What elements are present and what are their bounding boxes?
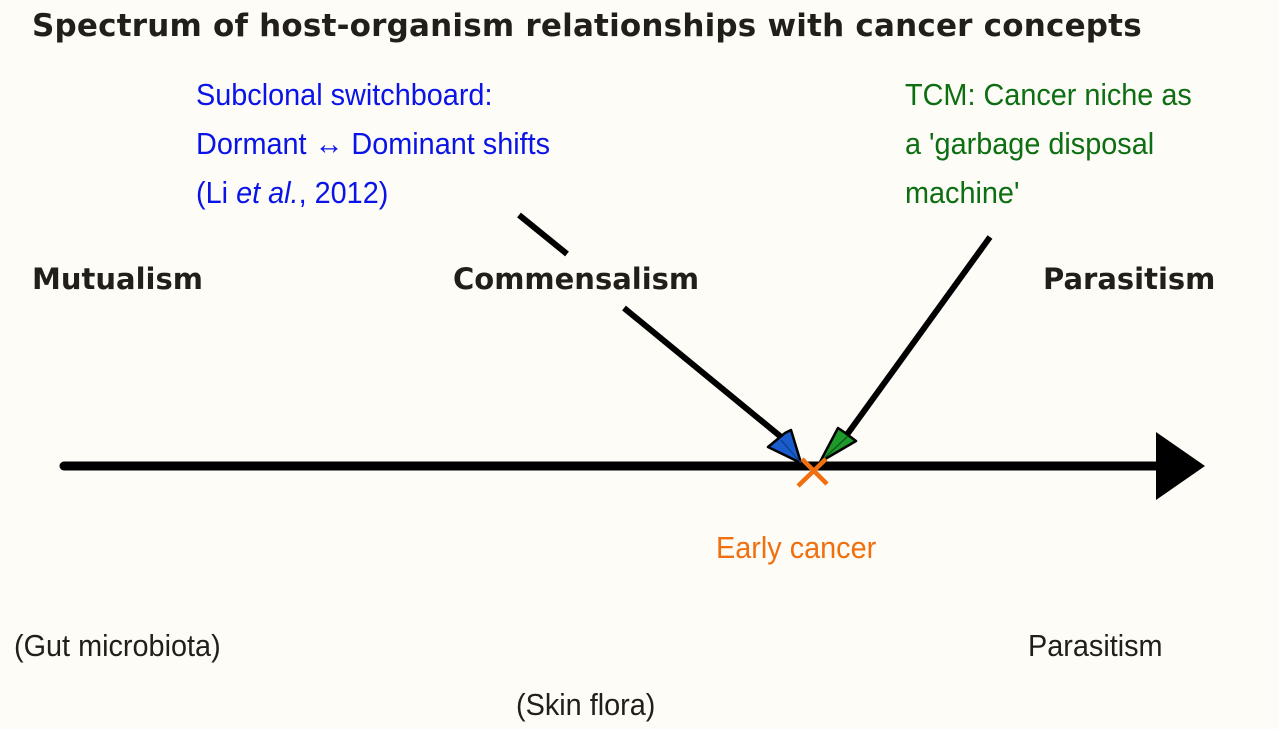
citation-et-al: et al.: [236, 175, 299, 210]
subclonal-note-line1: Subclonal switchboard:: [196, 77, 493, 112]
subclonal-switchboard-note: Subclonal switchboard: Dormant ↔ Dominan…: [196, 70, 550, 217]
subclonal-arrow-segment-upper: [517, 212, 569, 257]
subclonal-note-line2: Dormant ↔ Dominant shifts: [196, 126, 551, 161]
early-cancer-label: Early cancer: [716, 530, 877, 565]
subclonal-note-citation: (Li et al., 2012): [196, 168, 550, 217]
citation-suffix: , 2012): [298, 175, 389, 210]
tcm-note: TCM: Cancer niche as a 'garbage disposal…: [905, 70, 1192, 217]
tcm-note-line1: TCM: Cancer niche as: [905, 77, 1192, 112]
tcm-note-line3: machine': [905, 175, 1020, 210]
example-gut-microbiota: (Gut microbiota): [14, 628, 221, 663]
axis-arrowhead-icon: [1156, 432, 1205, 500]
subclonal-arrowhead-ridge: [780, 439, 802, 464]
tcm-arrow-line: [843, 235, 993, 438]
page-title: Spectrum of host-organism relationships …: [32, 8, 1142, 44]
category-label-parasitism: Parasitism: [1043, 262, 1216, 296]
citation-prefix: (Li: [196, 175, 237, 210]
category-label-mutualism: Mutualism: [32, 262, 203, 296]
example-skin-flora: (Skin flora): [516, 687, 656, 722]
example-parasitism: Parasitism: [1028, 628, 1163, 663]
subclonal-arrow-segment-lower: [622, 305, 788, 444]
category-label-commensalism: Commensalism: [453, 262, 700, 296]
early-cancer-x-mark-icon: [796, 457, 829, 488]
tcm-note-line2: a 'garbage disposal: [905, 126, 1155, 161]
subclonal-arrowhead-icon: [766, 428, 803, 465]
